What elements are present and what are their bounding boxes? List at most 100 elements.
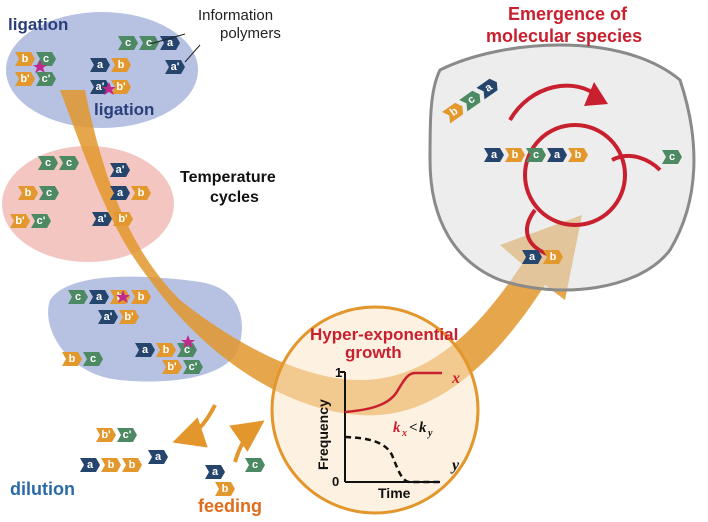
polymer-block-shape — [38, 156, 58, 170]
polymer-block-letter: b — [575, 149, 582, 161]
ligation-star-2 — [102, 82, 116, 95]
polymer-block-letter: c — [75, 291, 81, 303]
polymer-block-shape — [89, 290, 109, 304]
dilution-arrow — [172, 404, 217, 448]
polymer-block-letter: a' — [96, 81, 105, 93]
polymer-block-letter: a — [529, 251, 536, 263]
polymer-block-letter: a — [87, 459, 94, 471]
polymer-block-b: b — [442, 102, 464, 124]
polymer-block-shape — [10, 214, 30, 228]
polymer-strand: c — [662, 150, 682, 164]
polymer-block-shape — [59, 156, 79, 170]
ligation-star-1 — [33, 60, 47, 73]
polymer-block-shape — [568, 148, 588, 162]
polymer-block-letter: a — [212, 466, 219, 478]
polymer-block-a-prime: a' — [98, 310, 118, 324]
polymer-block-letter: a' — [104, 311, 113, 323]
polymer-block-letter: c' — [37, 215, 46, 227]
polymer-block-shape — [15, 52, 35, 66]
polymer-block-b-prime: b' — [96, 428, 116, 442]
polymer-block-shape — [484, 148, 504, 162]
polymer-block-letter: b — [22, 53, 29, 65]
polymer-block-shape — [39, 186, 59, 200]
polymer-block-shape — [131, 290, 151, 304]
polymer-block-a: a — [135, 343, 155, 357]
polymer-block-letter: a — [97, 59, 104, 71]
plot-x-axis-label: Time — [378, 485, 411, 501]
polymer-block-a: a — [476, 78, 498, 100]
polymer-strand: b'c' — [96, 428, 137, 442]
polymer-block-letter: b — [25, 187, 32, 199]
polymer-block-shape — [15, 72, 35, 86]
polymer-block-shape — [117, 428, 137, 442]
polymer-block-b: b — [543, 250, 563, 264]
curve-y-label: y — [450, 457, 460, 474]
polymer-strand: c — [245, 458, 265, 472]
polymer-block-b: b — [122, 458, 142, 472]
temperature-line2: cycles — [210, 189, 259, 206]
info-polymers-line1: Information — [198, 7, 273, 24]
polymer-block-letter: c — [252, 459, 258, 471]
polymer-block-letter: c — [465, 93, 477, 106]
polymer-block-b-prime: b' — [111, 80, 131, 94]
polymer-strand: a' — [110, 163, 130, 177]
polymer-block-letter: b — [108, 459, 115, 471]
polymer-block-c: c — [39, 186, 59, 200]
polymer-block-c: c — [59, 156, 79, 170]
polymer-block-letter: b — [163, 344, 170, 356]
polymer-block-c: c — [83, 352, 103, 366]
plot-y-axis-label: Frequency — [315, 399, 331, 470]
polymer-block-shape — [183, 360, 203, 374]
polymer-strand: b'c' — [162, 360, 203, 374]
polymer-block-shape — [83, 352, 103, 366]
feeding-arrow — [229, 420, 265, 463]
polymer-block-b: b — [18, 186, 38, 200]
hyper-line2: growth — [345, 343, 402, 362]
polymer-block-c-prime: c' — [36, 72, 56, 86]
polymer-block-letter: b — [550, 251, 557, 263]
polymer-block-letter: b' — [20, 73, 30, 85]
polymer-strand: a — [205, 465, 225, 479]
polymer-block-a: a — [547, 148, 567, 162]
polymer-block-shape — [98, 310, 118, 324]
polymer-block-b: b — [111, 58, 131, 72]
polymer-block-shape — [90, 80, 110, 94]
polymer-block-shape — [111, 80, 131, 94]
polymer-block-shape — [31, 214, 51, 228]
polymer-block-c: c — [118, 36, 138, 50]
catalytic-ring — [523, 123, 627, 227]
polymer-block-a: a — [89, 290, 109, 304]
polymer-block-b: b — [15, 52, 35, 66]
curve-y — [344, 435, 440, 484]
info-polymers-line2: polymers — [220, 25, 281, 42]
polymer-block-shape — [18, 186, 38, 200]
polymer-block-b-prime: b' — [113, 212, 133, 226]
curve-x — [344, 371, 442, 414]
polymer-strand: a'b' — [98, 310, 139, 324]
emergence-line1: Emergence of — [508, 4, 628, 24]
polymer-block-shape — [80, 458, 100, 472]
polymer-strand: a — [148, 450, 168, 464]
polymer-block-shape — [459, 90, 481, 112]
polymer-block-shape — [68, 290, 88, 304]
polymer-block-shape — [135, 343, 155, 357]
polymer-block-letter: a — [491, 149, 498, 161]
catalytic-arrowhead — [584, 82, 608, 106]
temperature-line1: Temperature — [180, 169, 276, 186]
polymer-block-letter: c — [45, 157, 51, 169]
polymer-strand: a' — [165, 60, 185, 74]
polymer-block-shape — [156, 343, 176, 357]
polymer-strand: b — [215, 482, 235, 496]
polymer-block-a: a — [484, 148, 504, 162]
polymer-block-letter: c — [669, 151, 675, 163]
polymer-block-c: c — [38, 156, 58, 170]
polymer-block-a: a — [148, 450, 168, 464]
polymer-block-b: b — [131, 186, 151, 200]
ligation-label-mid: ligation — [94, 100, 154, 119]
polymer-block-letter: c — [43, 53, 49, 65]
polymer-block-a: a — [80, 458, 100, 472]
polymer-block-shape — [165, 60, 185, 74]
